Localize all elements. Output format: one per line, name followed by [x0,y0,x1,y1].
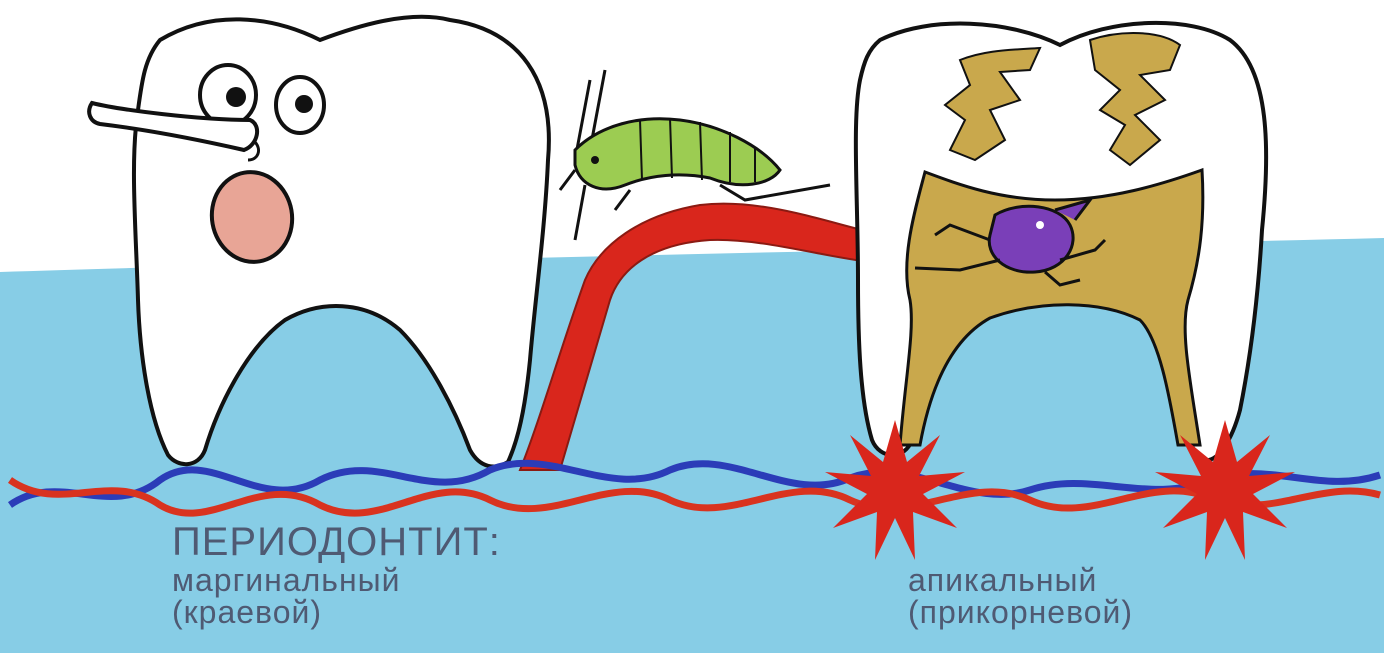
marginal-label: маргинальный [172,562,401,598]
diagram-title: ПЕРИОДОНТИТ: [172,520,501,564]
apical-label: апикальный [908,562,1097,598]
marginal-paren-label: (краевой) [172,594,322,630]
apical-paren-label: (прикорневой) [908,594,1133,630]
